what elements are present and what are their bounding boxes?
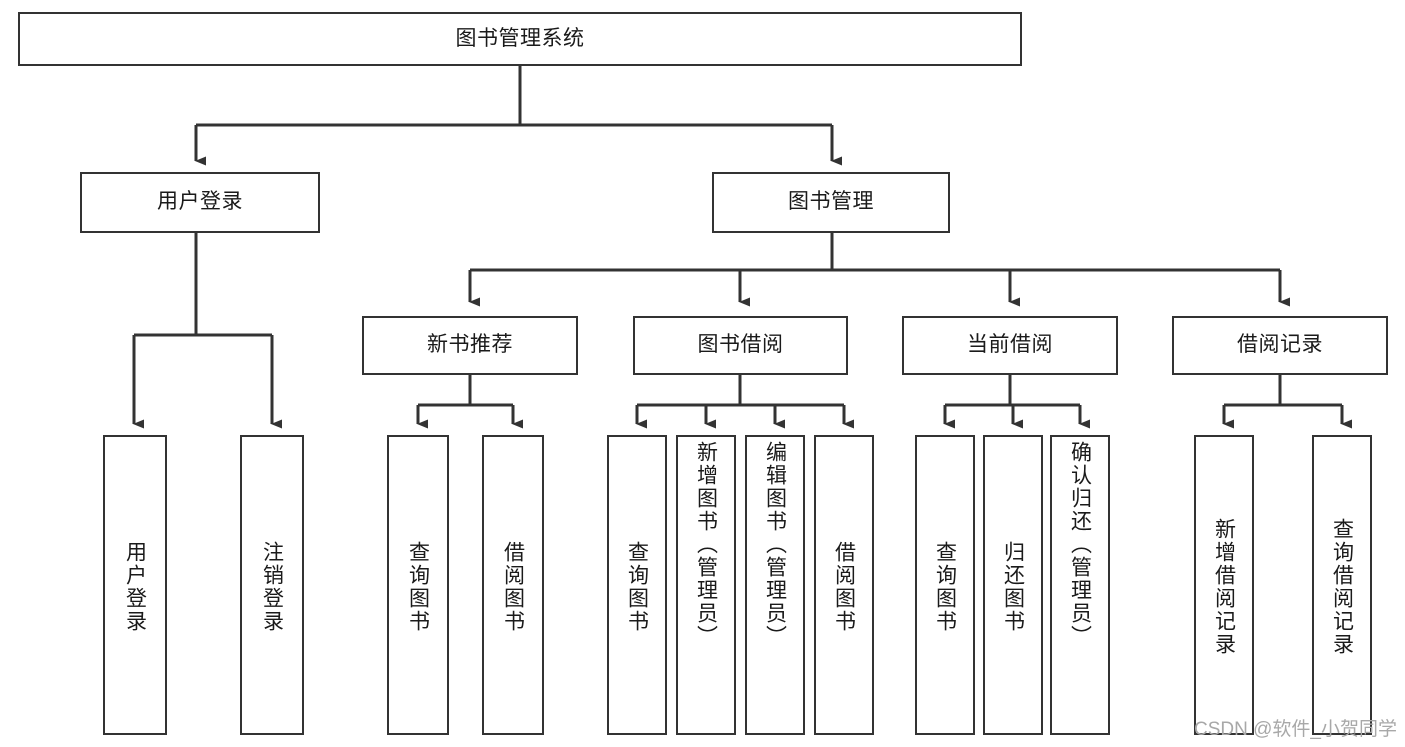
leaf-query-book-2-label: 查询图书 [625,541,649,633]
leaf-logout-login-label: 注销登录 [260,541,284,633]
leaf-user-login-label: 用户登录 [123,541,147,633]
leaf-add-record[interactable]: 新增借阅记录 [1194,435,1254,735]
node-book-borrow-label: 图书借阅 [697,333,784,357]
node-borrow-record-label: 借阅记录 [1237,333,1323,357]
leaf-borrow-book-1-label: 借阅图书 [501,541,525,633]
leaf-borrow-book-1[interactable]: 借阅图书 [482,435,544,735]
leaf-borrow-book-2-label: 借阅图书 [832,541,856,633]
leaf-query-record-label: 查询借阅记录 [1330,518,1354,656]
leaf-query-record[interactable]: 查询借阅记录 [1312,435,1372,735]
leaf-user-login[interactable]: 用户登录 [103,435,167,735]
node-new-book-recommend[interactable]: 新书推荐 [362,316,578,375]
node-user-login-label: 用户登录 [157,190,243,214]
leaf-add-book[interactable]: 新增图书（管理员） [676,435,736,735]
leaf-logout-login[interactable]: 注销登录 [240,435,304,735]
leaf-confirm-return[interactable]: 确认归还（管理员） [1050,435,1110,735]
leaf-return-book[interactable]: 归还图书 [983,435,1043,735]
node-new-book-recommend-label: 新书推荐 [427,333,513,357]
leaf-edit-book[interactable]: 编辑图书（管理员） [745,435,805,735]
leaf-edit-book-label: 编辑图书（管理员） [763,441,787,648]
node-current-borrow[interactable]: 当前借阅 [902,316,1118,375]
leaf-confirm-return-label: 确认归还（管理员） [1068,441,1092,648]
node-user-login[interactable]: 用户登录 [80,172,320,233]
node-book-management-label: 图书管理 [788,190,874,214]
leaf-add-book-label: 新增图书（管理员） [694,441,718,648]
node-current-borrow-label: 当前借阅 [967,333,1053,357]
node-book-management[interactable]: 图书管理 [712,172,950,233]
node-root-label: 图书管理系统 [455,26,585,50]
leaf-return-book-label: 归还图书 [1001,541,1025,633]
leaf-query-book-1-label: 查询图书 [406,541,430,633]
leaf-add-record-label: 新增借阅记录 [1212,518,1236,656]
leaf-borrow-book-2[interactable]: 借阅图书 [814,435,874,735]
leaf-query-book-3[interactable]: 查询图书 [915,435,975,735]
leaf-query-book-1[interactable]: 查询图书 [387,435,449,735]
node-borrow-record[interactable]: 借阅记录 [1172,316,1388,375]
leaf-query-book-2[interactable]: 查询图书 [607,435,667,735]
leaf-query-book-3-label: 查询图书 [933,541,957,633]
node-root[interactable]: 图书管理系统 [18,12,1022,66]
node-book-borrow[interactable]: 图书借阅 [633,316,848,375]
